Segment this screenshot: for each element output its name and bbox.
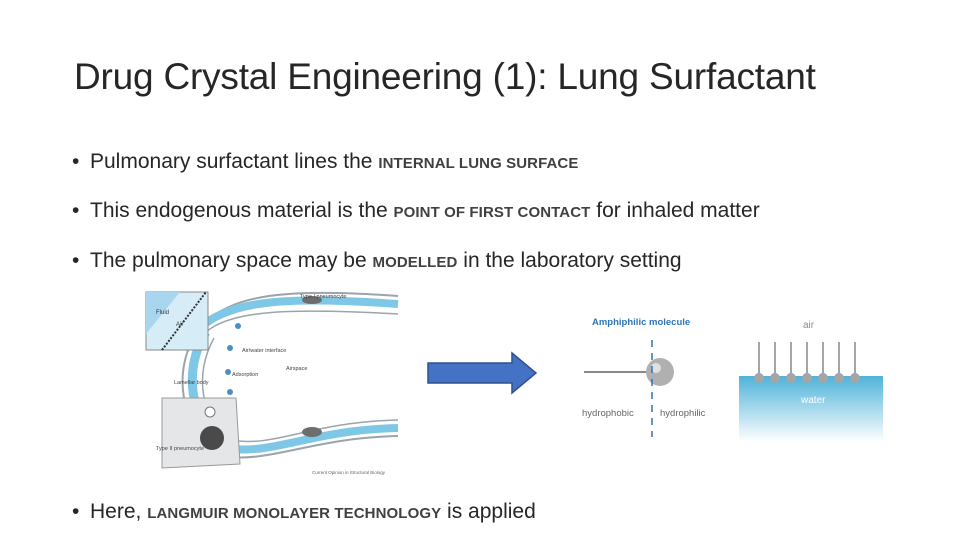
- amphiphilic-molecule-diagram: Amphiphilic molecule hydrophobic hydroph…: [582, 317, 706, 437]
- hydrophilic-label: hydrophilic: [660, 408, 706, 419]
- type2-nucleus: [200, 426, 224, 450]
- bullet-dot: •: [72, 199, 80, 222]
- interface-label: Air/water interface: [242, 348, 286, 354]
- water-label: water: [800, 395, 826, 406]
- transition-arrow: [427, 351, 538, 395]
- bullet-4-tail: is applied: [441, 500, 536, 523]
- bullet-2: • This endogenous material is the POINT O…: [72, 199, 760, 223]
- molecule-head: [646, 358, 674, 386]
- bullet-dot: •: [72, 249, 80, 272]
- monolayer-molecules: [754, 342, 860, 383]
- alveolus-diagram: Fluid Air Type I pneumocyte Air/water in…: [145, 291, 399, 475]
- adsorption-label: Adsorption: [232, 372, 258, 378]
- water-region: [739, 376, 883, 442]
- bullet-2-text: This endogenous material is the: [90, 199, 394, 222]
- bullet-3: • The pulmonary space may be MODELLED in …: [72, 249, 682, 273]
- type2-label: Type II pneumocyte: [156, 446, 204, 452]
- lamellar-label: Lamellar body: [174, 380, 209, 386]
- bullet-3-text: The pulmonary space may be: [90, 249, 373, 272]
- hydrophobic-label: hydrophobic: [582, 408, 634, 419]
- bullet-4-emphasis: LANGMUIR MONOLAYER TECHNOLOGY: [147, 505, 442, 522]
- type1-nucleus: [302, 296, 322, 304]
- credit-label: Current Opinion in Structural Biology: [312, 470, 386, 475]
- bullet-1: • Pulmonary surfactant lines the INTERNAL…: [72, 150, 578, 174]
- bullet-1-text: Pulmonary surfactant lines the: [90, 150, 379, 173]
- bullet-4: • Here, LANGMUIR MONOLAYER TECHNOLOGY is …: [72, 500, 536, 524]
- bullet-4-text: Here,: [90, 500, 148, 523]
- bullet-3-tail: in the laboratory setting: [457, 249, 682, 272]
- monolayer-diagram: air water: [739, 320, 883, 442]
- amphiphilic-title: Amphiphilic molecule: [592, 317, 690, 328]
- air-label: air: [803, 320, 815, 331]
- airspace-label: Airspace: [286, 366, 307, 372]
- type1-nucleus-lower: [302, 427, 322, 437]
- type1-label: Type I pneumocyte: [300, 294, 346, 300]
- bullet-dot: •: [72, 500, 80, 523]
- type2-cell: [161, 397, 241, 469]
- bullet-dot: •: [72, 150, 80, 173]
- bullet-3-emphasis: MODELLED: [372, 254, 458, 271]
- fluid-label: Fluid: [156, 310, 169, 316]
- bullet-2-emphasis: POINT OF FIRST CONTACT: [393, 204, 591, 221]
- bullet-1-emphasis: INTERNAL LUNG SURFACE: [378, 155, 579, 172]
- air-label: Air: [176, 322, 183, 328]
- slide-title: Drug Crystal Engineering (1): Lung Surfa…: [74, 56, 816, 97]
- bullet-2-tail: for inhaled matter: [590, 199, 760, 222]
